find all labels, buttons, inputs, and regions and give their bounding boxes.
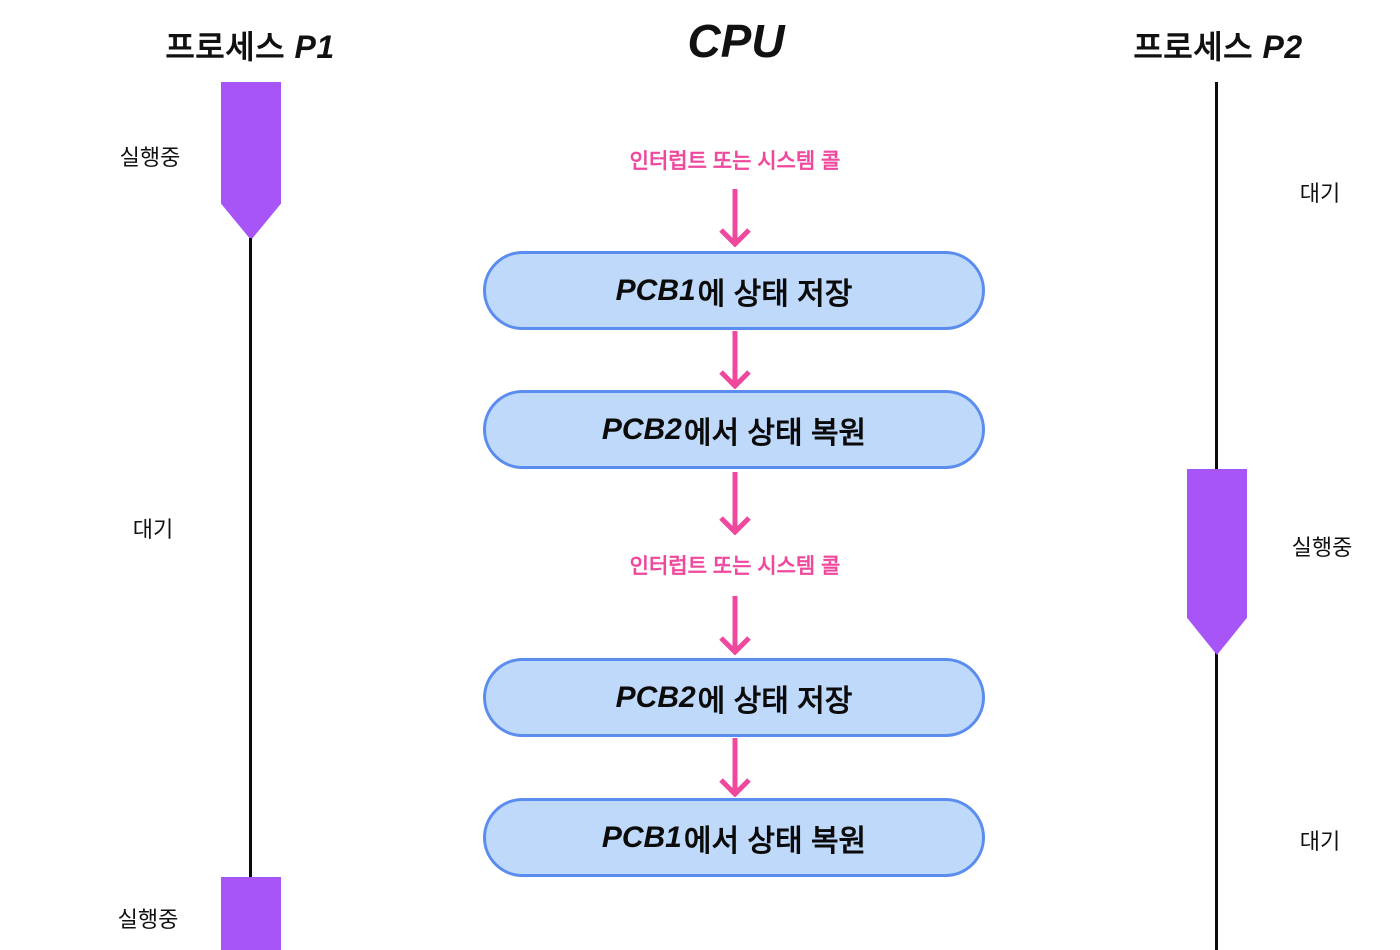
p2-running-label: 실행중 xyxy=(1291,535,1353,560)
interrupt-label-mid: 인터럽트 또는 시스템 콜 xyxy=(629,555,841,578)
process-p2-title-prefix: 프로세스 xyxy=(1133,29,1263,65)
down-arrow-icon xyxy=(719,189,751,247)
p1-running-arrow xyxy=(221,82,281,240)
p1-running-arrow-bottom xyxy=(221,877,281,950)
flow-box-pcb-label: PCB1 xyxy=(615,273,696,307)
process-p1-title-prefix: 프로세스 xyxy=(165,29,295,65)
down-arrow-icon xyxy=(719,596,751,655)
flow-box-text: 에서 상태 복원 xyxy=(683,416,867,450)
flow-box-pcb-label: PCB1 xyxy=(601,820,682,854)
flow-box-pcb-label: PCB2 xyxy=(601,412,682,446)
process-p2-title: 프로세스 P2 xyxy=(1088,22,1348,68)
p1-running-top-label: 실행중 xyxy=(119,145,181,170)
p1-timeline-line xyxy=(249,238,252,877)
flow-box-text: 에 상태 저장 xyxy=(697,277,853,311)
process-p1-title: 프로세스 P1 xyxy=(120,22,380,68)
p1-running-bottom-label: 실행중 xyxy=(117,907,179,932)
process-p1-title-id: P1 xyxy=(294,29,335,65)
down-arrow-icon xyxy=(719,331,751,389)
p2-running-arrow xyxy=(1187,469,1247,655)
flow-box-pcb-label: PCB2 xyxy=(615,680,696,714)
interrupt-label-top: 인터럽트 또는 시스템 콜 xyxy=(629,150,841,173)
cpu-title: CPU xyxy=(687,15,785,67)
down-arrow-icon xyxy=(719,738,751,797)
p2-waiting-top-label: 대기 xyxy=(1299,181,1341,206)
process-p2-title-id: P2 xyxy=(1262,29,1303,65)
flow-box-text: 에서 상태 복원 xyxy=(683,824,867,858)
flow-box-text: 에 상태 저장 xyxy=(697,684,853,718)
p2-waiting-bottom-label: 대기 xyxy=(1299,829,1341,854)
p1-waiting-label: 대기 xyxy=(132,517,174,542)
down-arrow-icon xyxy=(719,472,751,535)
